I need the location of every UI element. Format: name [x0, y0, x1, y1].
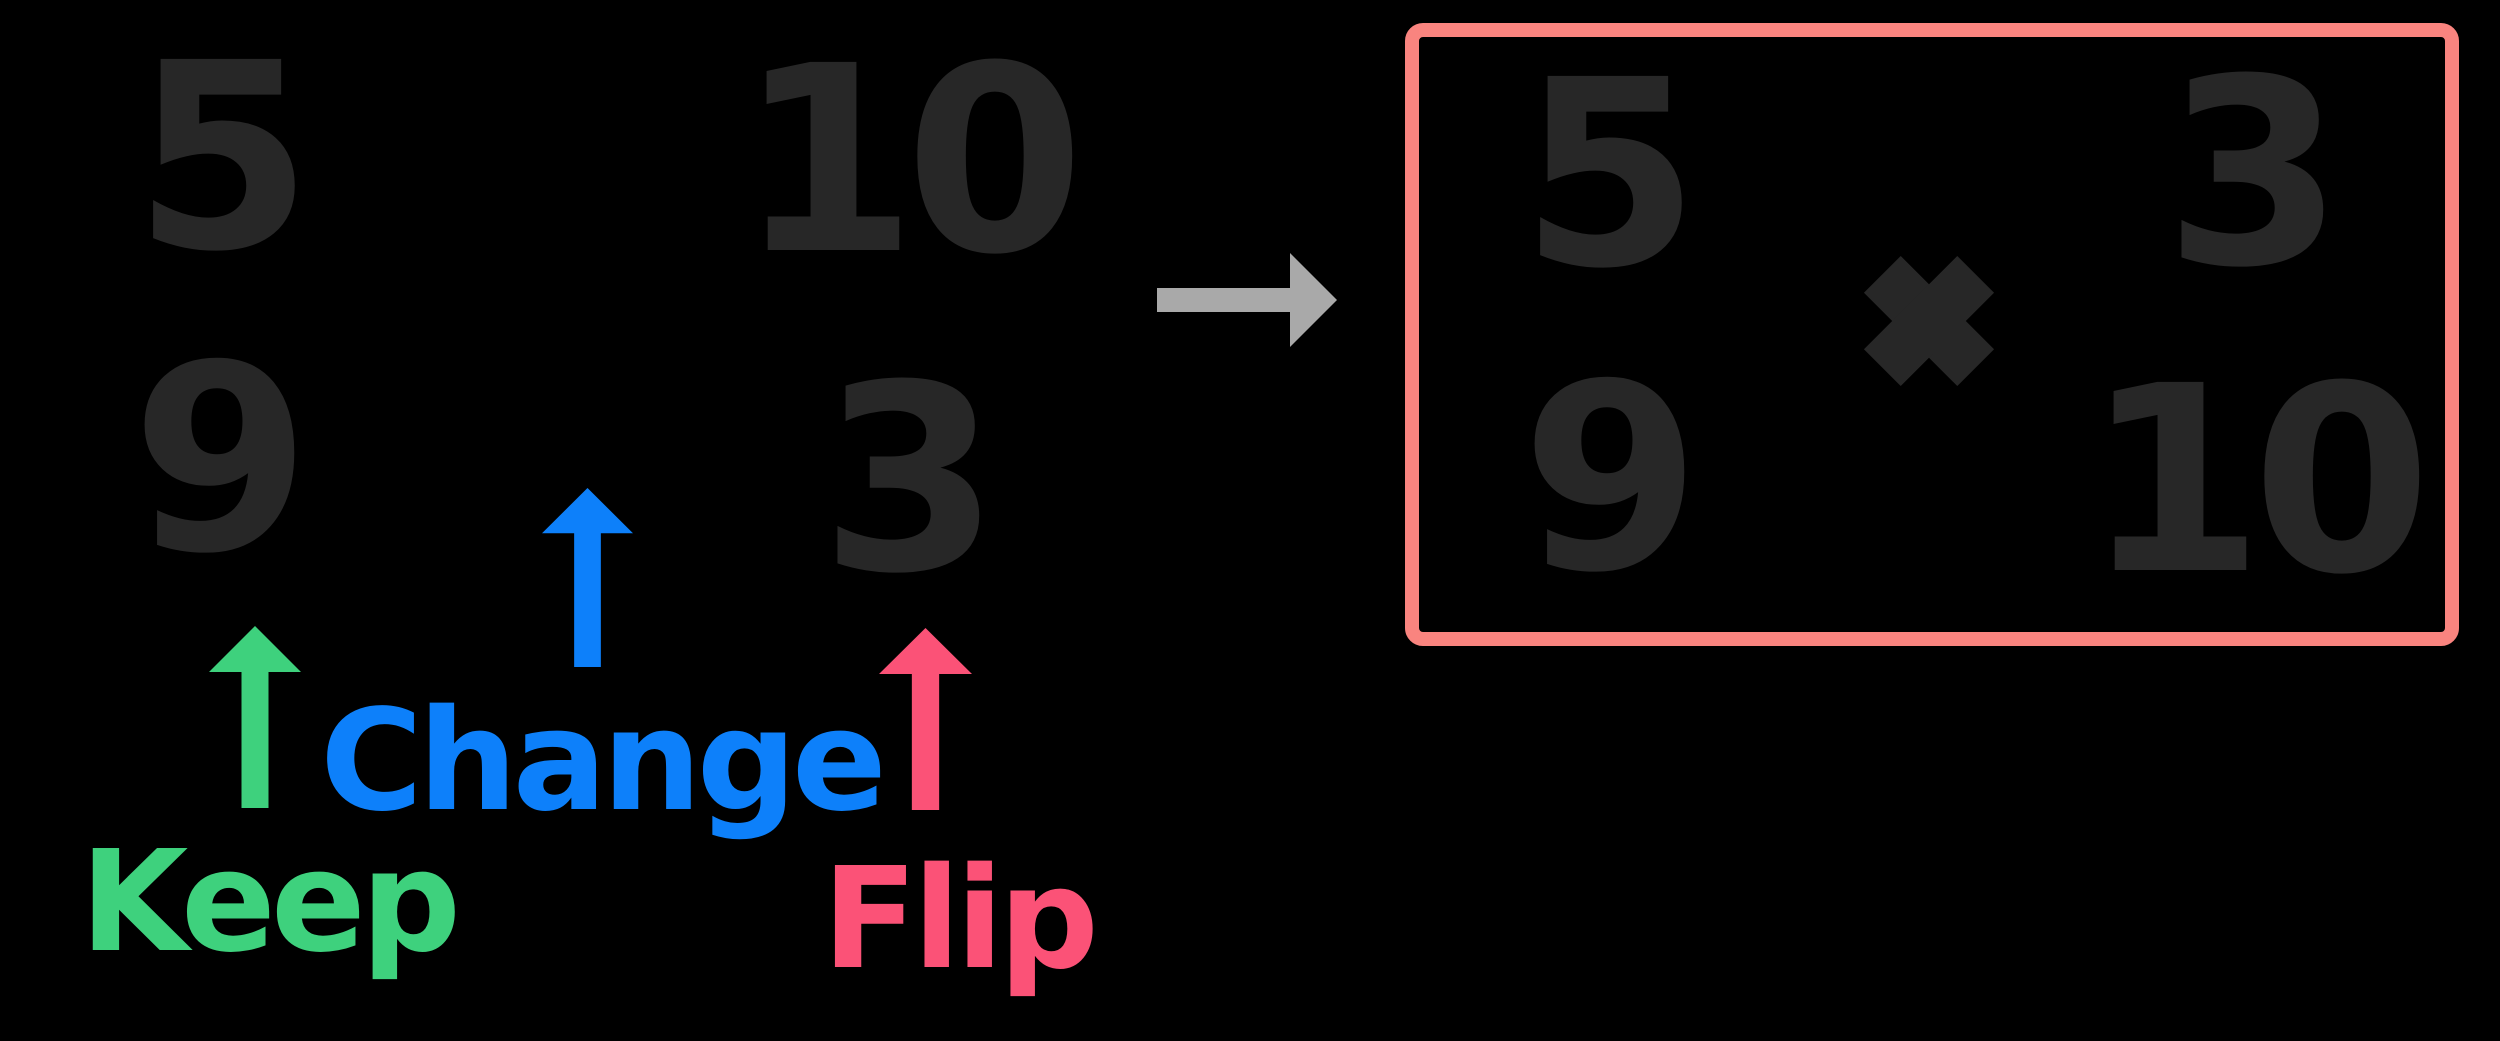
multiply-operator-text: ×	[1864, 256, 1865, 257]
flip-up-arrow-icon	[879, 628, 972, 810]
change-label: Change	[320, 680, 887, 843]
problem-second-fraction-numerator: 10	[737, 11, 1084, 311]
keep-label: Keep	[79, 821, 461, 984]
transform-right-arrow-icon	[1157, 253, 1337, 347]
result-numerator-right: 3	[2164, 24, 2343, 324]
change-up-arrow-icon	[542, 488, 633, 667]
problem-first-fraction-numerator: 5	[133, 8, 312, 308]
flip-label: Flip	[822, 838, 1099, 1001]
result-denominator-right: 10	[2084, 331, 2431, 631]
result-denominator-left: 9	[1521, 329, 1700, 629]
keep-up-arrow-icon	[209, 626, 301, 808]
result-numerator-left: 5	[1520, 25, 1699, 325]
result-box	[1405, 23, 2459, 646]
problem-second-fraction-denominator: 3	[820, 330, 999, 630]
problem-first-fraction-denominator: 9	[131, 310, 310, 610]
multiply-icon: ×	[1863, 255, 1995, 387]
